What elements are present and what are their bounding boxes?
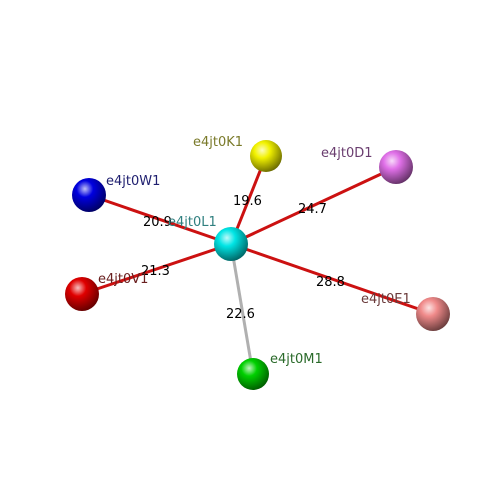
edge-layer bbox=[81, 155, 434, 375]
node-layer bbox=[65, 140, 450, 390]
node-label-w1: e4jt0W1 bbox=[106, 174, 160, 189]
distance-label-v1: 21.3 bbox=[141, 264, 170, 279]
distance-label-w1: 20.9 bbox=[143, 215, 172, 230]
node-label-m1: e4jt0M1 bbox=[270, 352, 323, 367]
node-k1[interactable] bbox=[250, 140, 282, 172]
node-label-center: e4jt0L1 bbox=[168, 215, 217, 230]
edge-label-layer: 19.6 24.7 20.9 21.3 28.8 22.6 bbox=[141, 194, 345, 322]
node-d1[interactable] bbox=[379, 150, 413, 184]
node-label-k1: e4jt0K1 bbox=[193, 135, 243, 150]
distance-label-d1: 24.7 bbox=[298, 202, 327, 217]
bond-v1 bbox=[81, 242, 232, 296]
bond-d1 bbox=[230, 165, 397, 246]
node-e1[interactable] bbox=[416, 297, 450, 331]
node-v1[interactable] bbox=[65, 277, 99, 311]
distance-label-e1: 28.8 bbox=[316, 275, 345, 290]
bond-w1 bbox=[88, 193, 232, 246]
node-label-layer: e4jt0K1 e4jt0D1 e4jt0W1 e4jt0V1 e4jt0E1 e4jt0… bbox=[98, 135, 411, 367]
node-label-d1: e4jt0D1 bbox=[321, 146, 373, 161]
node-label-e1: e4jt0E1 bbox=[361, 292, 411, 307]
distance-label-k1: 19.6 bbox=[233, 194, 262, 209]
node-m1[interactable] bbox=[237, 358, 269, 390]
bond-e1 bbox=[230, 242, 434, 316]
node-label-v1: e4jt0V1 bbox=[98, 272, 148, 287]
node-center[interactable] bbox=[214, 227, 248, 261]
node-w1[interactable] bbox=[72, 178, 106, 212]
bond-m1 bbox=[229, 243, 255, 375]
distance-label-m1: 22.6 bbox=[226, 307, 255, 322]
